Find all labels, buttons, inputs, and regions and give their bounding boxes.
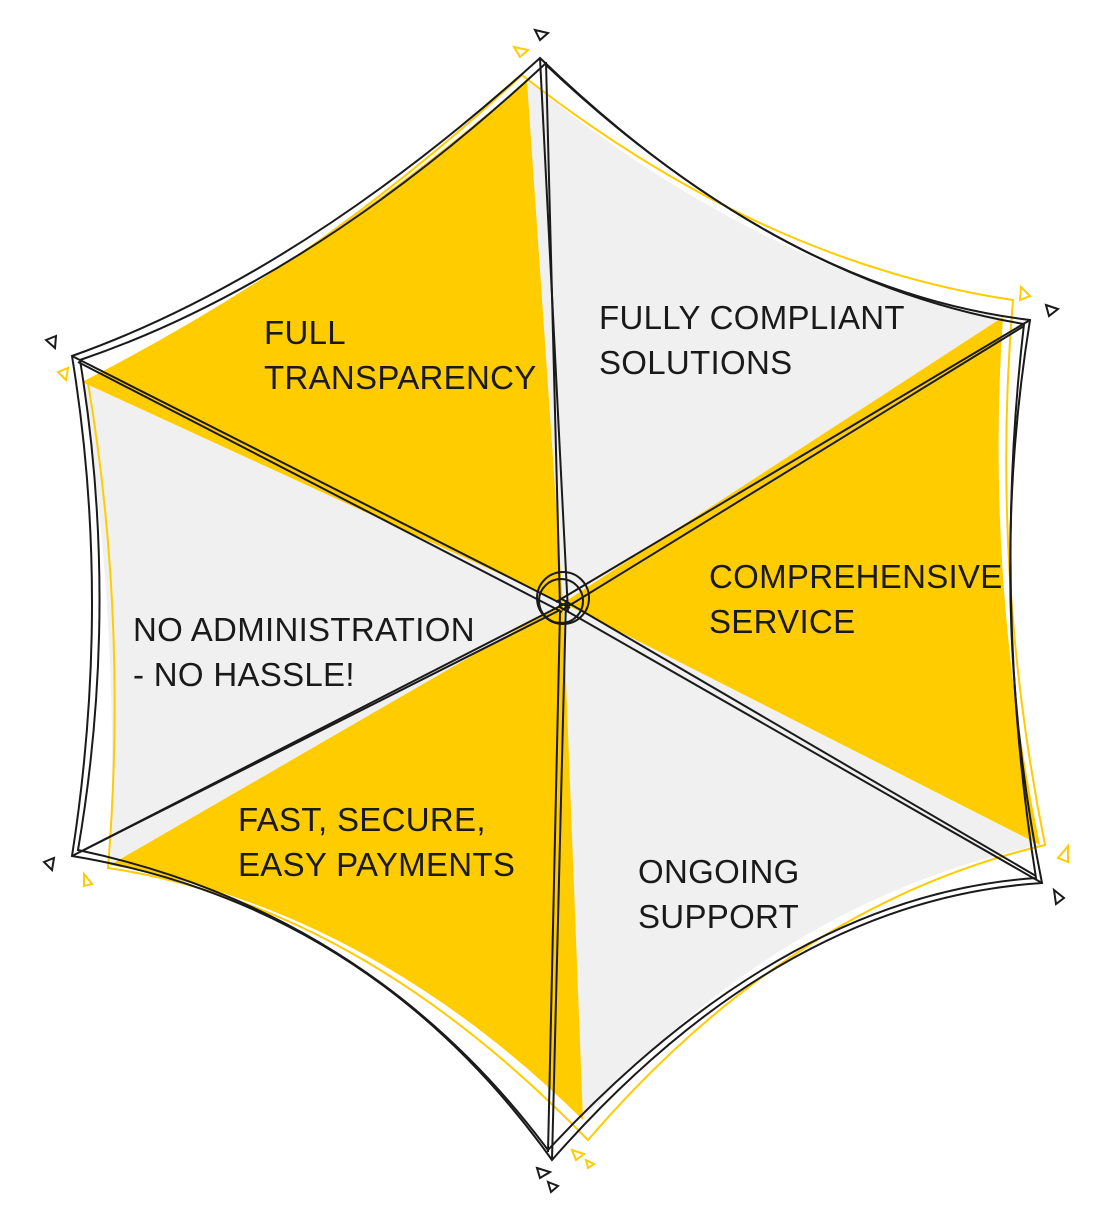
- segment-no-admin-fill: [82, 382, 563, 865]
- label-line: FULLY COMPLIANT: [599, 299, 905, 336]
- segment-comprehensive-fill: [563, 317, 1040, 845]
- segment-label-full-transparency: FULL TRANSPARENCY: [264, 310, 537, 400]
- tip-lower-left-yellow: [83, 871, 94, 888]
- label-line: FULL: [264, 314, 346, 351]
- label-line: NO ADMINISTRATION: [133, 611, 475, 648]
- segment-support-fill: [563, 603, 1040, 1120]
- tip-upper-left-black: [44, 334, 58, 351]
- label-line: TRANSPARENCY: [264, 359, 537, 396]
- tip-bottom-black-2: [546, 1180, 560, 1194]
- tip-top-black: [533, 28, 551, 42]
- tip-upper-right-yellow: [1018, 284, 1032, 302]
- tip-lower-right-black: [1052, 887, 1066, 906]
- tip-bottom-yellow-2: [584, 1158, 596, 1170]
- tip-upper-left-yellow: [56, 366, 70, 383]
- label-line: SOLUTIONS: [599, 344, 793, 381]
- tip-top-yellow: [511, 45, 531, 59]
- tip-lower-right-yellow: [1056, 843, 1069, 864]
- label-line: - NO HASSLE!: [133, 656, 355, 693]
- label-line: SUPPORT: [638, 898, 800, 935]
- segment-label-ongoing-support: ONGOING SUPPORT: [638, 849, 800, 939]
- yellow-sketch-outline: [86, 73, 1047, 1142]
- tip-lower-left-black: [42, 856, 56, 873]
- tip-bottom-yellow: [570, 1148, 587, 1162]
- label-line: ONGOING: [638, 853, 800, 890]
- segment-label-no-administration: NO ADMINISTRATION - NO HASSLE!: [133, 607, 475, 697]
- segment-label-fully-compliant: FULLY COMPLIANT SOLUTIONS: [599, 295, 905, 385]
- label-line: FAST, SECURE,: [238, 801, 486, 838]
- segment-compliant-fill: [527, 80, 1003, 603]
- tip-upper-right-black: [1044, 303, 1061, 318]
- center-hub: [536, 571, 590, 625]
- segment-label-fast-payments: FAST, SECURE, EASY PAYMENTS: [238, 797, 515, 887]
- label-line: EASY PAYMENTS: [238, 846, 516, 883]
- rib-tips: [42, 28, 1069, 1194]
- label-line: COMPREHENSIVE: [709, 558, 1003, 595]
- segment-transparency-fill: [82, 80, 563, 603]
- label-line: SERVICE: [709, 603, 856, 640]
- umbrella-ribs: [71, 57, 1043, 1161]
- segment-payments-fill: [110, 603, 583, 1120]
- tip-bottom-black: [535, 1166, 553, 1180]
- segment-label-comprehensive-service: COMPREHENSIVE SERVICE: [709, 554, 1003, 644]
